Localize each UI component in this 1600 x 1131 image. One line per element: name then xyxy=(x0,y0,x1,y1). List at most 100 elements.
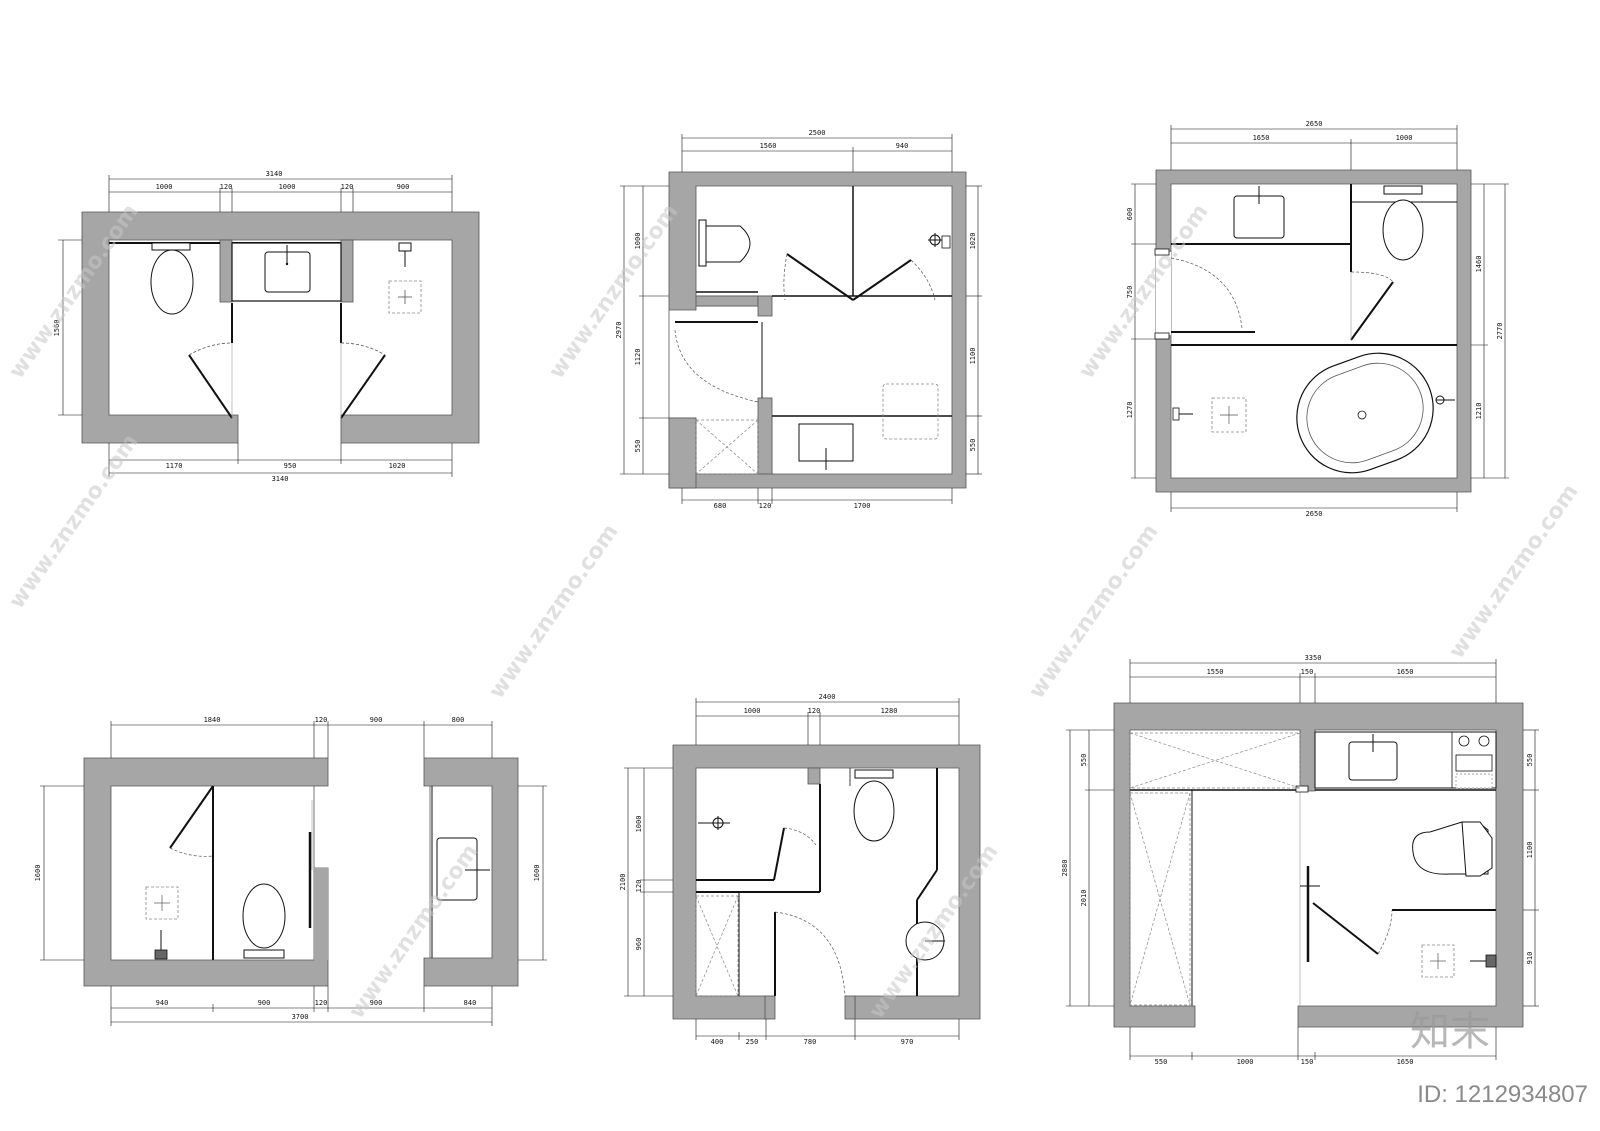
floor-plan-6: 3350 1550 150 1650 2880 550 2010 550 110… xyxy=(1061,654,1539,1066)
dimension-label: 940 xyxy=(156,999,169,1007)
door-icon xyxy=(774,911,846,997)
dimension-label: 1650 xyxy=(1253,134,1270,142)
dimension-label: 940 xyxy=(896,142,909,150)
dimension-label: 950 xyxy=(284,462,297,470)
dimension-label: 550 xyxy=(1155,1058,1168,1066)
wall-partition xyxy=(340,239,354,303)
bathtub-icon xyxy=(1296,352,1455,474)
dimension-label: 3350 xyxy=(1305,654,1322,662)
dimension-label: 800 xyxy=(452,716,465,724)
dimension-label: 3140 xyxy=(266,170,283,178)
dimension-label: 120 xyxy=(220,183,233,191)
dimension-label: 1650 xyxy=(1397,668,1414,676)
dimension-label: 2770 xyxy=(1496,323,1504,340)
dimension-label: 2880 xyxy=(1061,860,1069,877)
dimension-label: 250 xyxy=(746,1038,759,1046)
door-icon xyxy=(674,322,763,403)
door-icon xyxy=(188,303,233,419)
sink-icon xyxy=(905,921,945,961)
cabinet-icon xyxy=(1129,732,1301,1006)
dimension-label: 1560 xyxy=(53,320,61,337)
dimension-label: 1650 xyxy=(1397,1058,1414,1066)
wall xyxy=(672,744,981,1020)
watermark: www.znzmo.com www.znzmo.com www.znzmo.co… xyxy=(4,200,1583,1024)
door-icon xyxy=(783,253,936,301)
toilet-icon xyxy=(698,219,751,267)
dimension-label: 1210 xyxy=(1475,403,1483,420)
floor-plan-4: 1840 120 900 800 1600 1600 940 900 120 9… xyxy=(34,716,547,1026)
dimension-label: 1000 xyxy=(156,183,173,191)
sink-icon xyxy=(436,837,490,901)
dimension-label: 900 xyxy=(258,999,271,1007)
shower-icon xyxy=(1421,944,1497,978)
floor-plan-1: 3140 1000 120 1000 120 900 1560 1170 950… xyxy=(53,170,480,483)
sink-icon xyxy=(798,423,854,470)
dimension-label: 120 xyxy=(808,707,821,715)
dimension-label: 910 xyxy=(1526,952,1534,965)
sink-icon xyxy=(1233,186,1285,239)
dimension-label: 550 xyxy=(1526,754,1534,767)
dimension-label: 1280 xyxy=(881,707,898,715)
toilet-icon xyxy=(1412,821,1493,877)
watermark-text: www.znzmo.com xyxy=(544,200,683,384)
dimension-label: 680 xyxy=(714,502,727,510)
dimension-label: 2100 xyxy=(619,874,627,891)
wall xyxy=(1113,702,1524,1028)
shower-icon xyxy=(1172,397,1247,433)
door-icon xyxy=(340,303,386,419)
shower-icon xyxy=(928,233,951,249)
watermark-text: www.znzmo.com xyxy=(1074,200,1213,384)
floor-plan-5: 2400 1000 120 1280 2100 1000 120 960 400… xyxy=(619,693,981,1046)
dimension-label: 900 xyxy=(370,999,383,1007)
floor-plan-3: 2650 1650 1000 600 750 1270 2770 1460 12… xyxy=(1126,120,1509,518)
dimension-label: 1000 xyxy=(634,233,642,250)
dimension-label: 1100 xyxy=(969,348,977,365)
door-icon xyxy=(773,827,817,881)
dimension-label: 120 xyxy=(315,716,328,724)
shower-icon xyxy=(388,242,422,314)
wall xyxy=(83,757,329,987)
dimension-label: 2650 xyxy=(1306,510,1323,518)
dimension-label: 1000 xyxy=(744,707,761,715)
dimension-label: 1270 xyxy=(1126,402,1134,419)
toilet-icon xyxy=(150,242,194,315)
dimension-label: 550 xyxy=(634,440,642,453)
dimension-label: 1700 xyxy=(854,502,871,510)
dimension-label: 120 xyxy=(635,880,643,893)
dimension-label: 150 xyxy=(1301,668,1314,676)
dimension-label: 1020 xyxy=(389,462,406,470)
wall-partition xyxy=(219,239,233,303)
dimension-label: 960 xyxy=(635,938,643,951)
door-icon xyxy=(1350,271,1394,341)
dimension-label: 1000 xyxy=(1396,134,1413,142)
wall xyxy=(1155,169,1472,493)
dimension-label: 1840 xyxy=(204,716,221,724)
dimension-label: 120 xyxy=(315,999,328,1007)
dimension-label: 900 xyxy=(397,183,410,191)
dimension-label: 550 xyxy=(1080,754,1088,767)
dimension-label: 1000 xyxy=(1237,1058,1254,1066)
sink-icon xyxy=(1314,731,1497,789)
watermark-text: www.znzmo.com xyxy=(4,200,143,384)
toilet-icon xyxy=(1382,185,1424,261)
cabinet-icon xyxy=(695,419,759,475)
dimension-label: 1600 xyxy=(533,865,541,882)
dimension-label: 2650 xyxy=(1306,120,1323,128)
toilet-icon xyxy=(242,883,286,959)
dimension-label: 3700 xyxy=(292,1013,309,1021)
dimension-label: 3140 xyxy=(272,475,289,483)
dimension-label: 1460 xyxy=(1475,256,1483,273)
dimension-label: 1000 xyxy=(635,816,643,833)
dimension-label: 780 xyxy=(804,1038,817,1046)
watermark-text: www.znzmo.com xyxy=(484,520,623,704)
door-icon xyxy=(1170,257,1243,329)
brand-logo: 知末 xyxy=(1410,1009,1490,1055)
dimension-label: 970 xyxy=(901,1038,914,1046)
dimension-label: 1560 xyxy=(760,142,777,150)
image-id-label: ID: 1212934807 xyxy=(1417,1081,1588,1108)
watermark-text: www.znzmo.com xyxy=(1444,480,1583,664)
dimension-label: 1550 xyxy=(1207,668,1224,676)
dimension-label: 400 xyxy=(711,1038,724,1046)
watermark-text: www.znzmo.com xyxy=(344,840,483,1024)
dimension-label: 1120 xyxy=(634,349,642,366)
